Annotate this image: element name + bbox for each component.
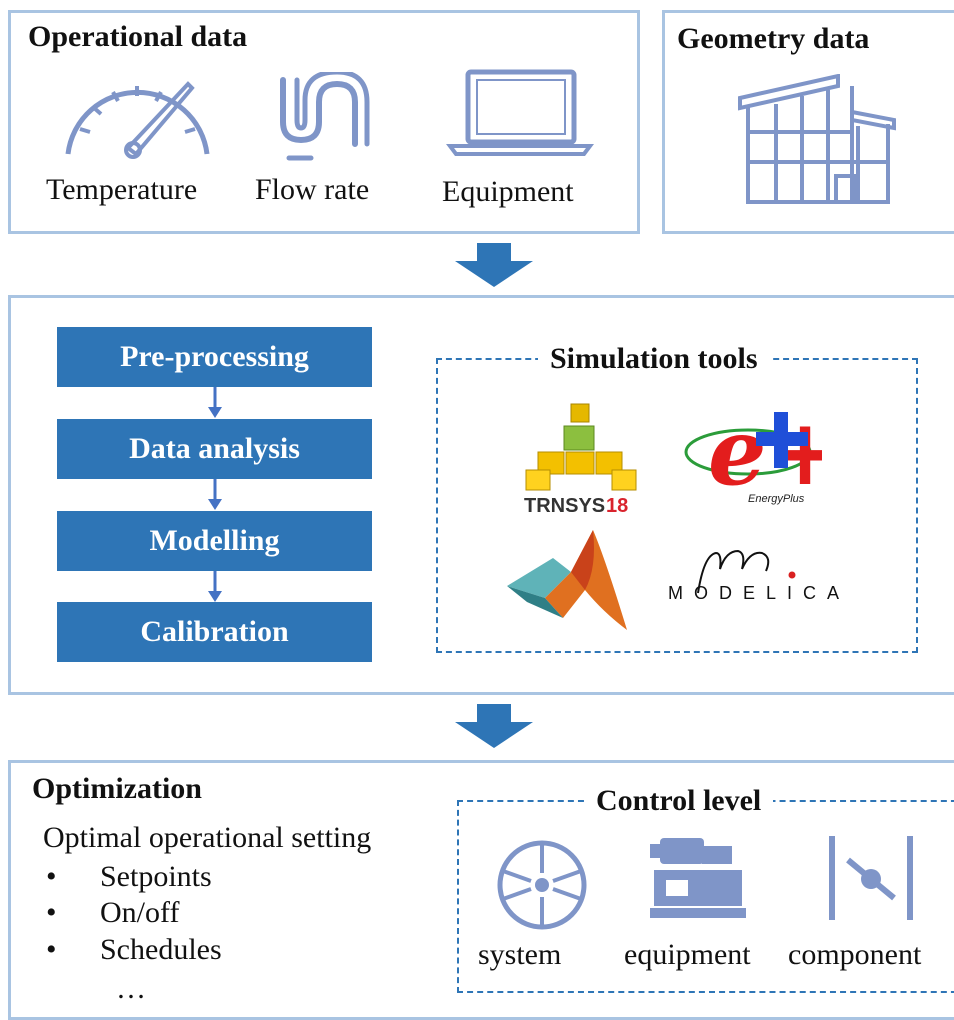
control-level-title: Control level xyxy=(584,784,774,818)
equipment-label: Equipment xyxy=(442,175,574,208)
down-arrow-2 xyxy=(455,704,533,748)
energyplus-mark: e+ xyxy=(708,402,822,506)
geometry-data-panel xyxy=(662,10,954,234)
control-equipment-label: equipment xyxy=(624,938,751,971)
building-icon xyxy=(738,74,896,204)
bullet-ellipsis: … xyxy=(116,972,146,1005)
energyplus-logo: e+ EnergyPlus xyxy=(684,402,822,506)
step-calibration: Calibration xyxy=(57,602,372,662)
trnsys-version: 18 xyxy=(606,495,628,517)
bullet-dot: • xyxy=(46,896,57,929)
bullet-setpoints: Setpoints xyxy=(100,860,212,893)
bullet-dot: • xyxy=(46,933,57,966)
matlab-logo xyxy=(507,530,627,630)
optimization-subtitle: Optimal operational setting xyxy=(43,821,372,854)
geometry-data-title: Geometry data xyxy=(677,22,870,55)
modelica-text: MODELICA xyxy=(668,583,844,603)
flow-rate-label: Flow rate xyxy=(255,173,370,206)
trnsys-logo: TRNSYS 18 xyxy=(524,403,637,517)
bullet-dot: • xyxy=(46,860,57,893)
energyplus-text: EnergyPlus xyxy=(748,493,805,505)
step-arrow-3 xyxy=(208,571,222,602)
trnsys-text: TRNSYS xyxy=(524,495,605,517)
laptop-icon xyxy=(446,69,594,156)
control-component-label: component xyxy=(788,938,922,971)
modelica-logo: MODELICA xyxy=(668,549,844,603)
simulation-tools-title: Simulation tools xyxy=(538,342,770,376)
valve-component-icon xyxy=(829,836,913,920)
down-arrow-1 xyxy=(455,243,533,287)
bullet-schedules: Schedules xyxy=(100,933,222,966)
operational-data-title: Operational data xyxy=(28,20,248,53)
flow-rate-icon xyxy=(280,72,370,161)
bullet-onoff: On/off xyxy=(100,896,180,929)
temperature-label: Temperature xyxy=(46,173,198,206)
chiller-equipment-icon xyxy=(650,838,746,918)
step-data-analysis: Data analysis xyxy=(57,419,372,479)
step-arrow-2 xyxy=(208,479,222,510)
optimization-title: Optimization xyxy=(32,772,202,805)
step-modelling: Modelling xyxy=(57,511,372,571)
system-wheel-icon xyxy=(497,840,587,930)
step-pre-processing: Pre-processing xyxy=(57,327,372,387)
step-arrow-1 xyxy=(208,387,222,418)
control-system-label: system xyxy=(478,938,562,971)
optimization-panel xyxy=(8,760,954,1020)
operational-data-panel xyxy=(8,10,640,234)
temperature-gauge-icon xyxy=(65,81,210,159)
